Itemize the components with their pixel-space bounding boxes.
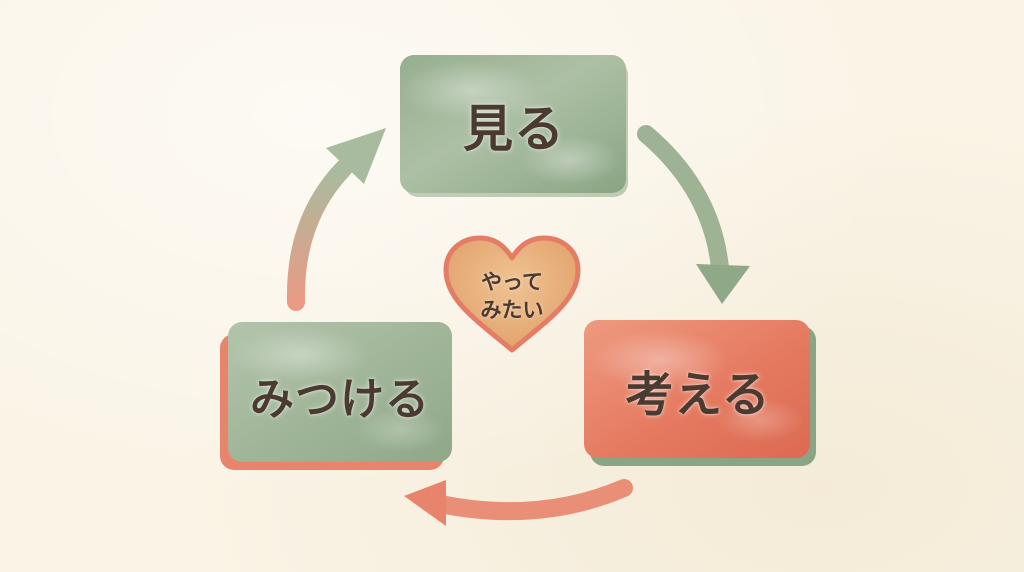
heart-label: やって みたい	[448, 256, 576, 336]
arrow-think-to-find	[404, 479, 633, 526]
heart-icon	[443, 235, 581, 353]
node-think-label: 考える	[625, 367, 771, 423]
node-see-label: 見る	[463, 100, 565, 158]
node-think-box	[584, 320, 816, 466]
heart-label-line2: みたい	[480, 298, 544, 322]
arrow-find-to-see	[286, 128, 386, 311]
node-see-box	[400, 55, 628, 197]
node-find-box	[220, 322, 452, 470]
heart-label-line1: やって	[481, 270, 543, 294]
arrow-see-to-think	[637, 125, 750, 304]
node-find-label: みつける	[250, 374, 430, 425]
